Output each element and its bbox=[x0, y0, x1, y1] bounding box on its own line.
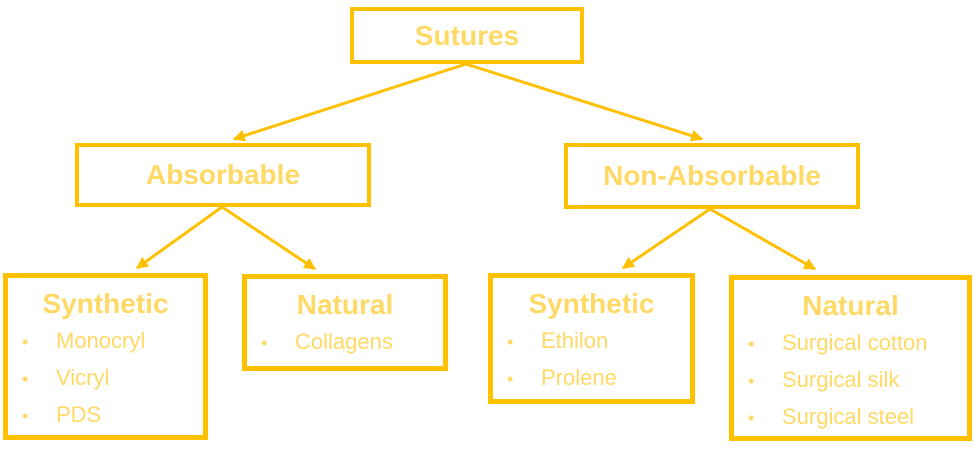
list-item: • Surgical cotton bbox=[734, 325, 967, 362]
node-sutures-label: Sutures bbox=[414, 19, 520, 51]
leaf-title: Synthetic bbox=[42, 288, 169, 319]
bullet-icon: • bbox=[507, 332, 514, 352]
bullet-icon: • bbox=[748, 334, 755, 354]
list-item-label: Surgical steel bbox=[782, 404, 915, 429]
arrow-nonabsorbable-to-natural bbox=[709, 207, 817, 271]
list-item: • Surgical steel bbox=[734, 399, 967, 436]
bullet-icon: • bbox=[22, 369, 29, 389]
list-item: • Prolene bbox=[493, 360, 690, 397]
list-item-label: PDS bbox=[56, 402, 102, 427]
leaf-title: Natural bbox=[296, 289, 394, 320]
arrow-absorbable-to-natural bbox=[221, 205, 316, 271]
node-absorbable-natural: Natural • Collagens bbox=[242, 274, 448, 371]
leaf-list: • Collagens bbox=[247, 324, 443, 361]
bullet-icon: • bbox=[22, 332, 29, 352]
list-item-label: Vicryl bbox=[56, 365, 110, 390]
leaf-title: Natural bbox=[802, 290, 899, 321]
list-item: • Collagens bbox=[247, 324, 443, 361]
arrow-absorbable-to-synthetic bbox=[136, 205, 223, 270]
node-non-absorbable-label: Non-Absorbable bbox=[603, 160, 821, 191]
list-item-label: Monocryl bbox=[56, 328, 146, 353]
list-item: • PDS bbox=[8, 397, 203, 434]
list-item-label: Prolene bbox=[541, 365, 617, 390]
list-item-label: Ethilon bbox=[541, 328, 609, 353]
arrow-sutures-to-absorbable bbox=[232, 62, 467, 142]
list-item-label: Surgical silk bbox=[782, 367, 900, 392]
node-non-absorbable: Non-Absorbable bbox=[564, 143, 860, 209]
list-item-label: Surgical cotton bbox=[782, 330, 928, 355]
node-sutures: Sutures bbox=[350, 7, 584, 64]
bullet-icon: • bbox=[748, 371, 755, 391]
list-item: • Ethilon bbox=[493, 323, 690, 360]
node-non-absorbable-natural: Natural • Surgical cotton • Surgical sil… bbox=[729, 275, 972, 441]
node-absorbable: Absorbable bbox=[75, 143, 371, 207]
leaf-list: • Monocryl • Vicryl • PDS bbox=[8, 323, 203, 434]
list-item-label: Collagens bbox=[295, 329, 393, 354]
node-non-absorbable-synthetic: Synthetic • Ethilon • Prolene bbox=[488, 273, 695, 404]
list-item: • Vicryl bbox=[8, 360, 203, 397]
list-item: • Surgical silk bbox=[734, 362, 967, 399]
arrow-sutures-to-nonabsorbable bbox=[465, 62, 704, 142]
bullet-icon: • bbox=[261, 333, 268, 353]
bullet-icon: • bbox=[507, 369, 514, 389]
list-item: • Monocryl bbox=[8, 323, 203, 360]
node-absorbable-synthetic: Synthetic • Monocryl • Vicryl • PDS bbox=[3, 273, 208, 440]
arrow-nonabsorbable-to-synthetic bbox=[622, 207, 711, 270]
leaf-list: • Surgical cotton • Surgical silk • Surg… bbox=[734, 325, 967, 436]
node-absorbable-label: Absorbable bbox=[145, 159, 301, 190]
bullet-icon: • bbox=[22, 406, 29, 426]
bullet-icon: • bbox=[748, 408, 755, 428]
leaf-list: • Ethilon • Prolene bbox=[493, 323, 690, 397]
leaf-title: Synthetic bbox=[528, 288, 655, 319]
